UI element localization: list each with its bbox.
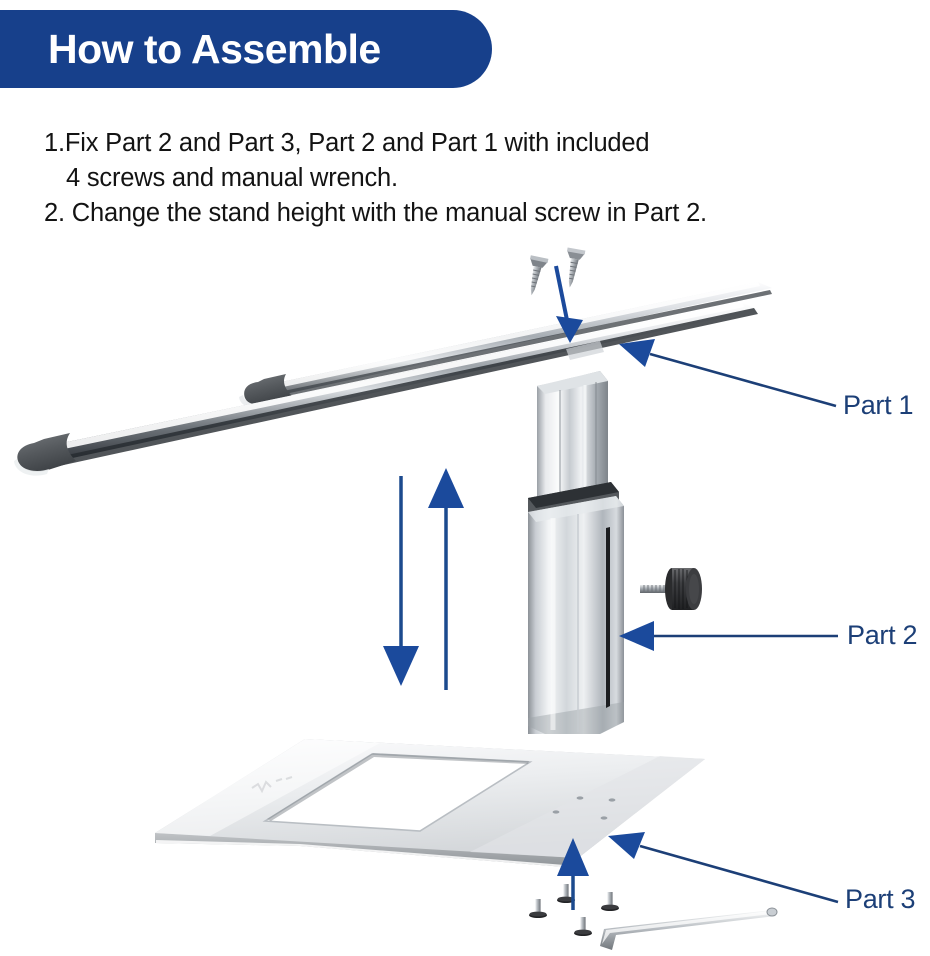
part-2-leader [619,621,838,651]
column-inner-tube [537,371,608,515]
part-3-label: Part 3 [845,884,916,914]
part-1-rails [14,282,772,476]
part-1-leader [619,339,837,408]
column-adjust-slot [606,527,610,708]
screw-top-1 [529,255,549,296]
hex-wrench [600,907,778,950]
part-2-label: Part 2 [847,620,918,650]
rail-back [239,282,772,409]
page-title: How to Assemble [48,25,381,72]
screw-base-2 [557,884,575,903]
part-2-column [528,371,624,734]
arrow-up [428,468,464,690]
instruction-line-3: 2. Change the stand height with the manu… [44,199,707,227]
assembly-diagram [0,240,930,956]
base-plate-screw-holes [552,796,616,820]
instructions-block: 1.Fix Part 2 and Part 3, Part 2 and Part… [44,126,894,231]
arrow-down [383,476,419,686]
part-3-base-plate [155,739,705,868]
part-1-label: Part 1 [843,390,914,420]
rail-end-lip-back [244,374,292,406]
rail-end-lip-front [17,433,77,472]
brand-logo [251,776,293,794]
part-3-leader [608,832,839,904]
screw-insert-arrow [554,265,583,343]
screw-base-4 [601,892,619,911]
header-banner: How to Assemble [0,10,492,88]
instruction-line-2: 4 screws and manual wrench. [66,164,398,192]
top-screws [529,247,586,343]
base-screw-arrow [557,838,589,910]
instruction-line-1: 1.Fix Part 2 and Part 3, Part 2 and Part… [44,129,650,157]
screw-top-2 [566,247,586,288]
screw-base-1 [529,899,547,918]
rail-front [14,302,758,476]
bottom-screws [529,884,619,936]
thumb-knob [640,568,702,610]
screw-base-3 [574,917,592,936]
column-outer-tube [528,496,624,734]
height-arrows [383,468,464,690]
